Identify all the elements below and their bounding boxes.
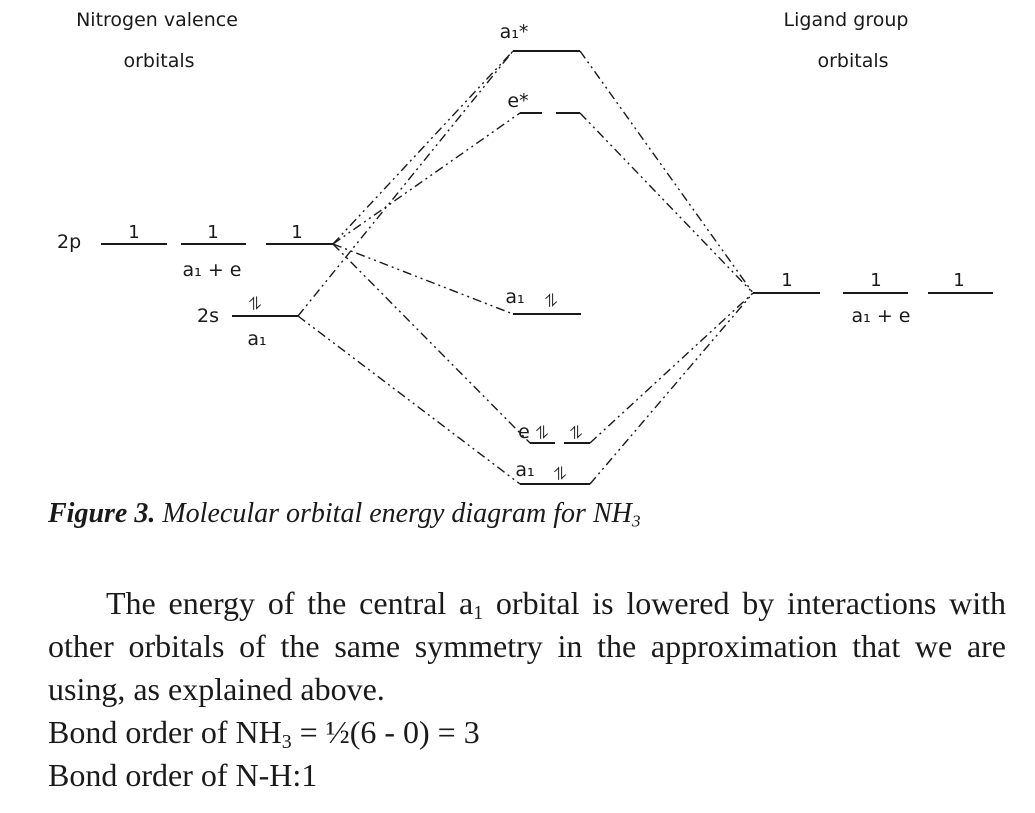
bond-order-nh: Bond order of N-H:1 (48, 757, 318, 793)
ligand-levels: 1 1 1 a₁ + e (753, 270, 993, 327)
explanation-paragraph-start: The energy of the central a (106, 585, 474, 621)
explanation-paragraph: The energy of the central a1 orbital is … (48, 582, 1006, 711)
mo-a1-bonding-occupancy: ⥮ (553, 464, 567, 485)
mo-a1-star-label: a₁* (500, 21, 529, 43)
connector-a1-star-to-ligand (579, 50, 754, 294)
bond-order-nh3-start: Bond order of NH (48, 714, 282, 750)
connector-e-bonding-to-ligand (589, 292, 754, 444)
nitrogen-2p-levels: 1 1 1 2p a₁ + e (57, 222, 333, 281)
mo-energy-diagram: Nitrogen valence orbitals Ligand group o… (57, 9, 993, 485)
explanation-paragraph-end: orbital is lowered by interactions with … (48, 585, 1007, 707)
connector-a1-bonding-to-ligand (589, 292, 754, 485)
nitrogen-2p-occupancy-3: 1 (291, 222, 302, 243)
connector-2s-to-a1-star (297, 50, 514, 317)
nitrogen-2s-occupancy: ⥮ (248, 294, 262, 315)
mo-a1-bonding-label: a₁ (515, 459, 534, 481)
nitrogen-2p-symmetry-label: a₁ + e (183, 259, 242, 281)
nitrogen-2s-level-group: ⥮ 2s a₁ (197, 294, 298, 350)
bond-order-nh3-end: = ½(6 - 0) = 3 (291, 714, 480, 750)
figure-caption-text: Molecular orbital energy diagram for NH (162, 498, 632, 529)
connector-2p-to-e-bonding (332, 243, 531, 444)
right-heading-line-1: Ligand group (784, 9, 909, 31)
nitrogen-2p-occupancy-1: 1 (128, 222, 139, 243)
connection-lines (297, 50, 754, 485)
connector-2p-to-a1-star (332, 50, 514, 245)
figure-caption-number: Figure 3. (48, 498, 156, 529)
connector-2s-to-a1-bonding (297, 315, 521, 485)
connector-2p-to-e-star (332, 112, 521, 245)
figure-caption-subscript: 3 (631, 511, 641, 531)
mo-a1-nonbonding-occupancy: ⥮ (544, 291, 558, 312)
mo-e-bonding-occupancy-1: ⥮ (535, 423, 549, 444)
connector-e-star-to-ligand (579, 112, 754, 294)
mo-e-bonding-occupancy-2: ⥮ (569, 423, 583, 444)
explanation-paragraph-subscript: 1 (473, 601, 484, 624)
bond-order-nh3: Bond order of NH3 = ½(6 - 0) = 3 (48, 711, 1006, 754)
ligand-occupancy-3: 1 (953, 270, 964, 291)
nitrogen-2p-occupancy-2: 1 (207, 222, 218, 243)
nitrogen-2s-symmetry-label: a₁ (247, 328, 266, 350)
mo-a1-nonbonding-label: a₁ (505, 286, 524, 308)
connector-2p-to-a1-nonbonding (332, 243, 514, 315)
ligand-symmetry-label: a₁ + e (852, 305, 911, 327)
ligand-occupancy-1: 1 (781, 270, 792, 291)
mo-e-star-label: e* (507, 90, 528, 112)
left-heading-line-2: orbitals (123, 50, 194, 72)
nitrogen-2s-label: 2s (197, 305, 219, 327)
figure-caption: Figure 3. Molecular orbital energy diagr… (48, 498, 641, 530)
bond-order-nh3-subscript: 3 (281, 730, 292, 753)
right-heading-line-2: orbitals (817, 50, 888, 72)
nitrogen-2p-label: 2p (57, 231, 81, 253)
mo-e-bonding-label: e (518, 421, 530, 443)
body-text: The energy of the central a1 orbital is … (48, 582, 1006, 797)
molecular-orbital-levels: a₁* e* a₁ ⥮ e ⥮ ⥮ a₁ ⥮ (500, 21, 590, 485)
left-heading-line-1: Nitrogen valence (76, 9, 238, 31)
ligand-occupancy-2: 1 (870, 270, 881, 291)
